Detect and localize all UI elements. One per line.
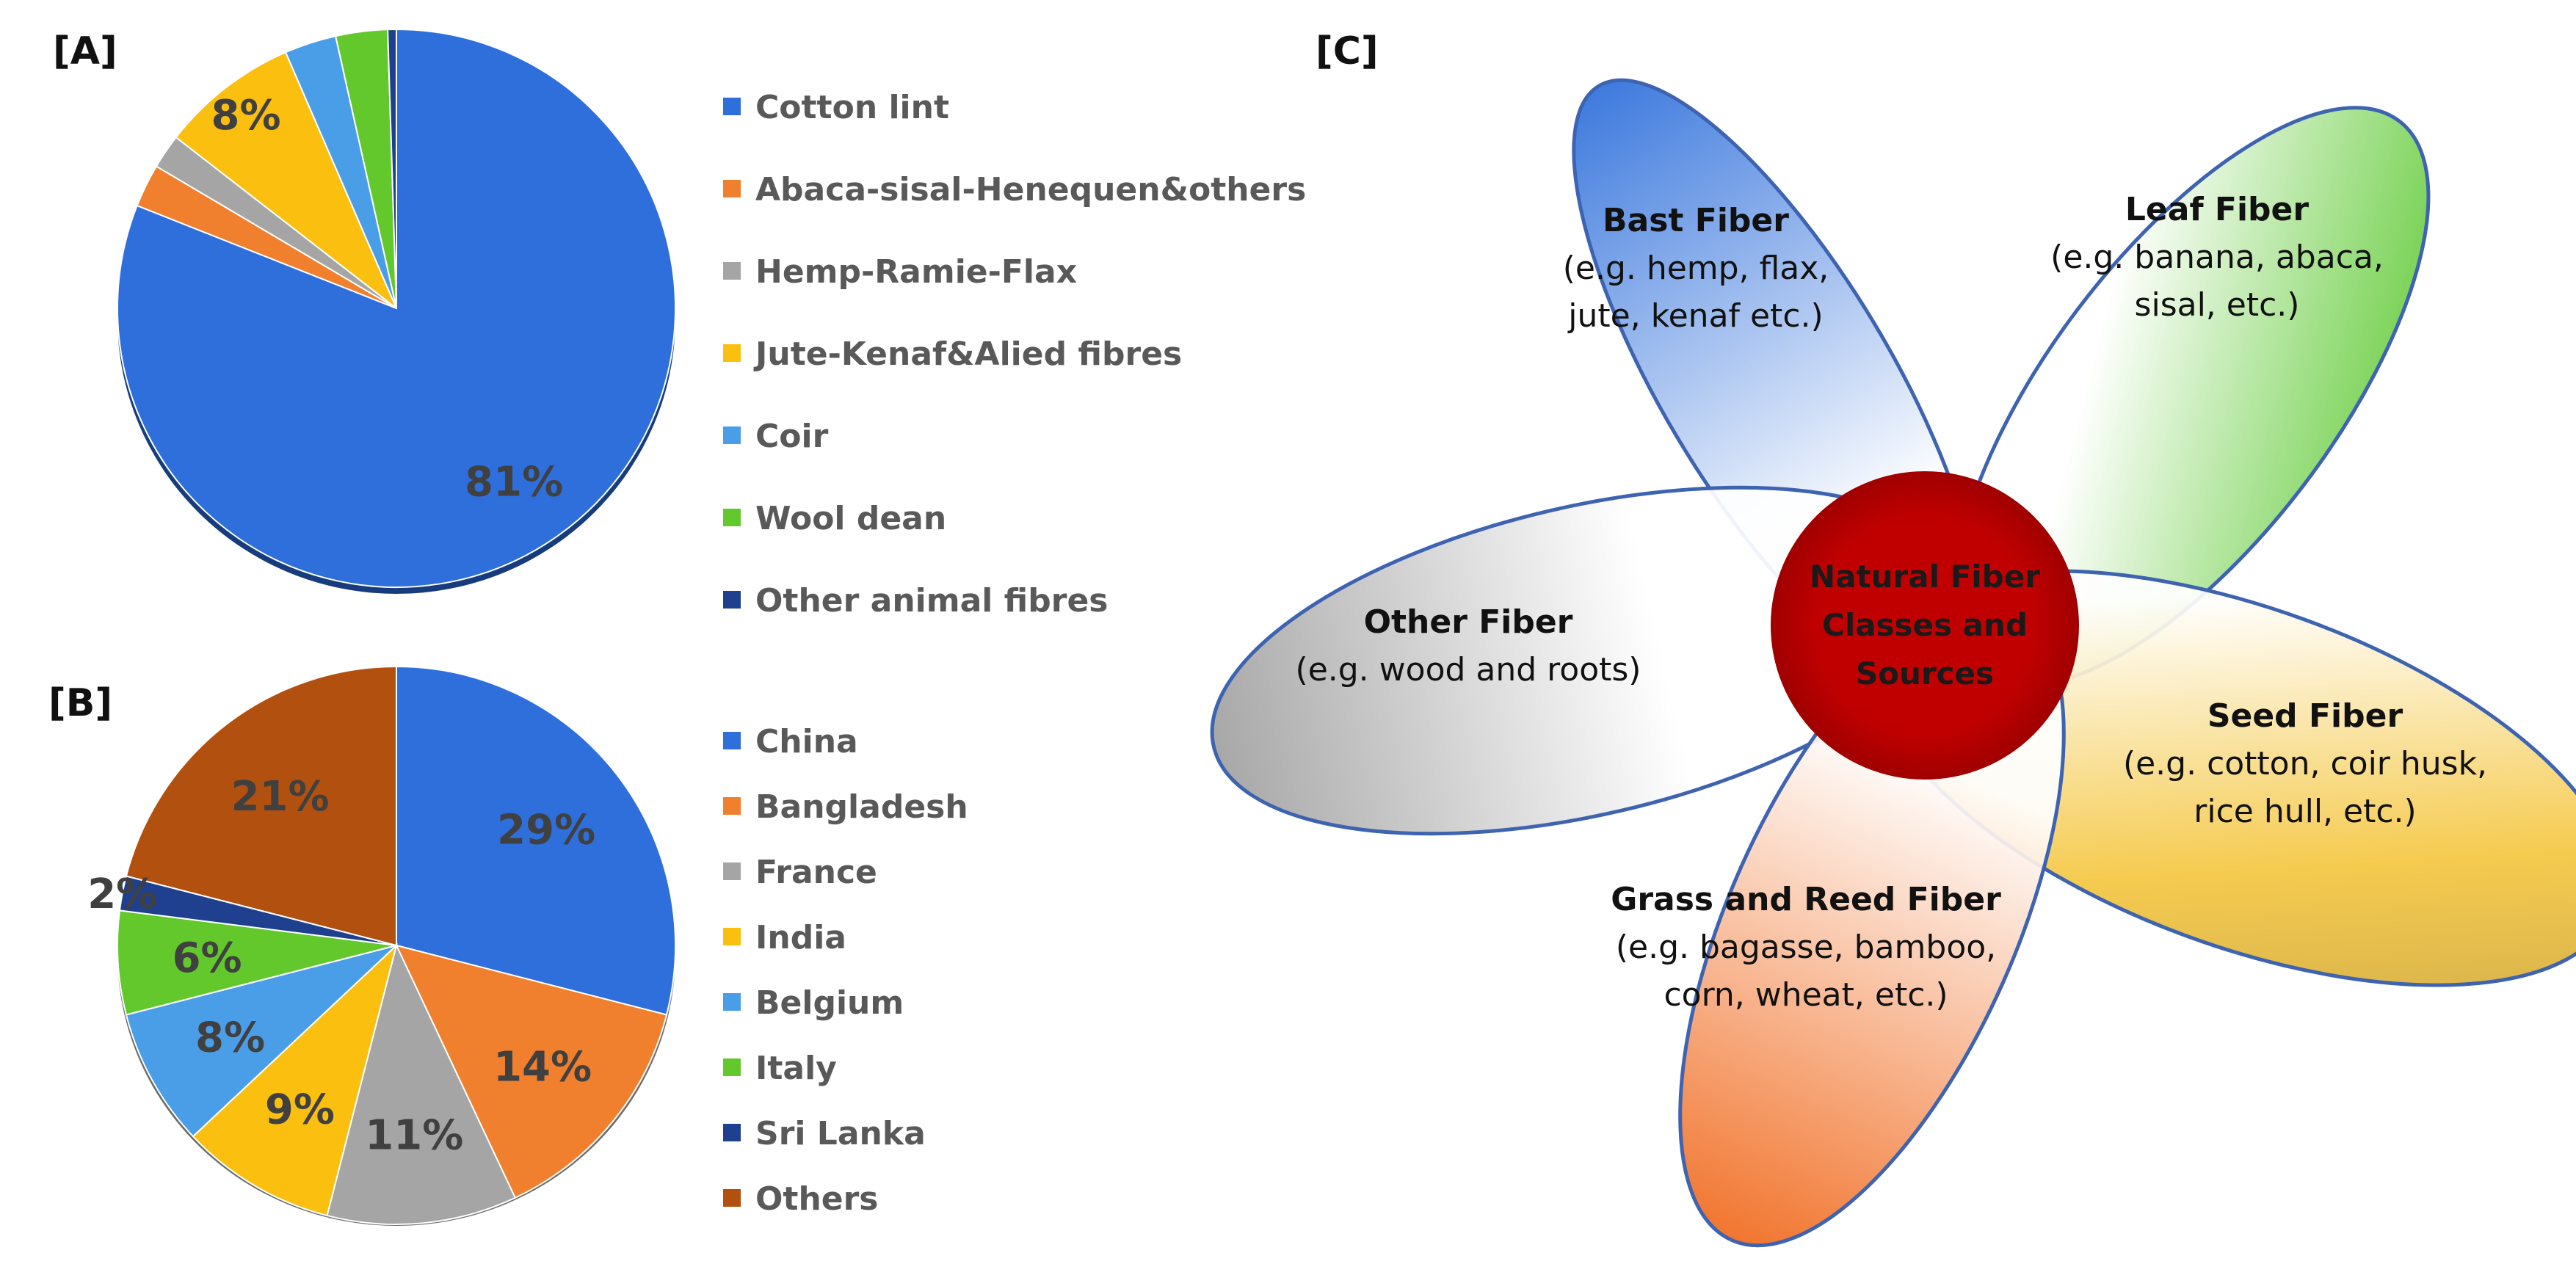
leaf-line-1: (e.g. banana, abaca, [2050,239,2384,276]
pie-b-legend-others: Others [755,1180,879,1218]
pie-chart-a: 81% 8% [117,28,676,594]
seed-line-1: (e.g. cotton, coir husk, [2123,745,2487,782]
pie-b-slice-bangladesh [395,944,668,1199]
pie-b-legend-swatch-china [723,732,741,749]
pie-b-slice-belgium [125,945,397,1138]
pie-b-slice-france [326,943,517,1225]
bast-title: Bast Fiber [1603,202,1789,239]
pie-a-legend-swatch-abaca-sisal-henequen-others [723,180,741,197]
pie-a-legend-hemp-ramie-flax: Hemp-Ramie-Flax [755,253,1077,291]
pie-a-label-jute-kenaf-alied-fibres: 8% [211,92,281,139]
pie-b-legend-swatch-italy [723,1058,741,1076]
pie-b-legend-swatch-sri-lanka [723,1124,741,1141]
seed-title: Seed Fiber [2207,697,2403,735]
pie-b-slice-italy [116,909,397,1016]
pie-b-label-france: 11% [365,1111,463,1159]
pie-a-legend-swatch-cotton-lint [723,98,741,115]
center-circle [1771,471,2079,780]
pie-b-label-belgium: 8% [195,1014,265,1061]
pie-a-legend-other-animal-fibres: Other animal fibres [755,582,1109,620]
leaf-title: Leaf Fiber [2125,191,2310,228]
pie-b-legend-swatch-belgium [723,993,741,1011]
legend-b: ChinaBangladeshFranceIndiaBelgiumItalySr… [723,723,968,1218]
pie-b-legend-italy: Italy [755,1050,837,1087]
pie-b-legend-swatch-bangladesh [723,797,741,815]
pie-a-slice-other-animal-fibres [387,28,397,309]
panel-c-label: [C] [1316,29,1379,73]
pie-a-legend-swatch-jute-kenaf-alied-fibres [723,344,741,362]
grass-title: Grass and Reed Fiber [1611,881,2001,918]
bast-line-2: jute, kenaf etc.) [1567,297,1823,335]
pie-a-legend-swatch-wool-dean [723,509,741,526]
pie-b-slice-india [192,942,398,1217]
pie-b-label-italy: 6% [173,934,242,982]
pie-b-slice-others [125,665,397,947]
pie-b-legend-bangladesh: Bangladesh [755,788,968,826]
other-line-1: (e.g. wood and roots) [1296,651,1641,689]
pie-b-label-bangladesh: 14% [493,1044,592,1092]
legend-a: Cotton lintAbaca-sisal-Henequen&othersHe… [723,89,1306,620]
pie-b-slice-china [396,665,676,1016]
pie-b-legend-belgium: Belgium [755,984,904,1022]
center-line-2: Classes and [1822,607,2028,643]
seed-line-2: rice hull, etc.) [2194,793,2416,830]
pie-a-legend-coir: Coir [755,418,829,455]
grass-line-2: corn, wheat, etc.) [1663,976,1948,1014]
pie-a-legend-swatch-hemp-ramie-flax [723,262,741,280]
pie-a-legend-swatch-coir [723,426,741,444]
other-title: Other Fiber [1364,603,1573,641]
pie-a-legend-wool-dean: Wool dean [755,500,946,537]
pie-b-legend-swatch-india [723,928,741,945]
panel-b-label: [B] [48,681,113,725]
pie-b-label-china: 29% [497,807,595,854]
pie-b-legend-france: France [755,854,877,891]
grass-line-1: (e.g. bagasse, bamboo, [1616,929,1996,966]
pie-a-slice-jute-kenaf-alied-fibres [175,51,397,309]
pie-b-label-india: 9% [265,1086,335,1133]
pie-a-legend-abaca-sisal-henequen-others: Abaca-sisal-Henequen&others [755,171,1306,208]
pie-b-legend-swatch-others [723,1189,741,1207]
leaf-line-2: sisal, etc.) [2135,286,2300,324]
pie-b-legend-swatch-france [723,862,741,880]
bast-line-1: (e.g. hemp, flax, [1563,250,1829,287]
pie-b-legend-india: India [755,919,846,956]
pie-b-label-sri-lanka: 2% [87,871,157,918]
fiber-classes-diagram: Natural Fiber Classes and Sources Bast F… [1210,78,2576,1248]
pie-a-legend-jute-kenaf-alied-fibres: Jute-Kenaf&Alied fibres [753,335,1182,373]
pie-b-legend-china: China [755,723,858,760]
pie-a-legend-swatch-other-animal-fibres [723,591,741,609]
pie-chart-b: 29% 14% 11% 9%8% 6% 2% 21% [87,665,676,1226]
panel-a-label: [A] [53,29,117,73]
pie-a-legend-cotton-lint: Cotton lint [755,89,949,126]
pie-b-legend-sri-lanka: Sri Lanka [755,1115,926,1152]
center-line-1: Natural Fiber [1810,559,2040,595]
pie-b-label-others: 21% [231,773,330,821]
pie-a-label-cotton-lint: 81% [465,459,563,506]
center-line-3: Sources [1856,655,1994,691]
